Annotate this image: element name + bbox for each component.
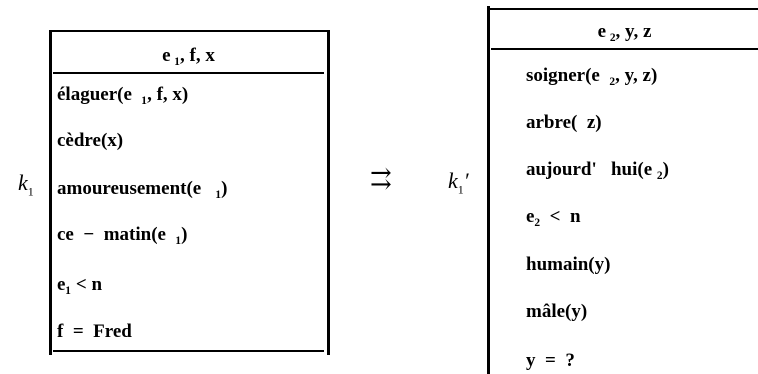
right-drs-label-prime: ′ [463,168,469,193]
right-condition: humain(y) [526,254,611,275]
right-condition: aujourd' hui(e ₂) [526,159,669,180]
transition-arrow: ⇉ [370,164,392,193]
right-drs-label-sub: 1 [457,182,464,197]
left-box-header: e ₁, f, x [162,45,215,66]
right-condition: soigner(e ₂, y, z) [526,65,658,86]
left-condition: élaguer(e ₁, f, x) [57,84,189,105]
left-box-left-border [49,30,52,355]
right-condition: mâle(y) [526,301,588,322]
left-condition: f = Fred [57,321,132,342]
right-box-left-border [487,6,490,374]
left-drs-label-sub: 1 [27,184,34,199]
left-drs-label-letter: k [18,170,28,195]
right-box-header-divider [491,48,758,50]
right-box-top-border [487,8,758,10]
right-condition: y = ? [526,350,575,371]
left-condition: cèdre(x) [57,130,124,151]
left-condition: ce − matin(e ₁) [57,224,188,245]
right-condition: arbre( z) [526,112,602,133]
right-box-header: e ₂, y, z [597,21,652,42]
left-box-bottom-border [53,350,324,352]
left-condition: amoureusement(e ₁) [57,178,228,199]
right-condition: e₂ < n [526,206,581,227]
right-drs-label-letter: k [448,168,458,193]
left-box-right-border [327,30,330,355]
left-condition: e₁ < n [57,274,103,295]
left-drs-label: k1 [18,170,34,199]
left-box-header-divider [53,72,324,74]
left-box-top-border [49,30,330,32]
right-drs-label: k1′ [448,168,469,197]
